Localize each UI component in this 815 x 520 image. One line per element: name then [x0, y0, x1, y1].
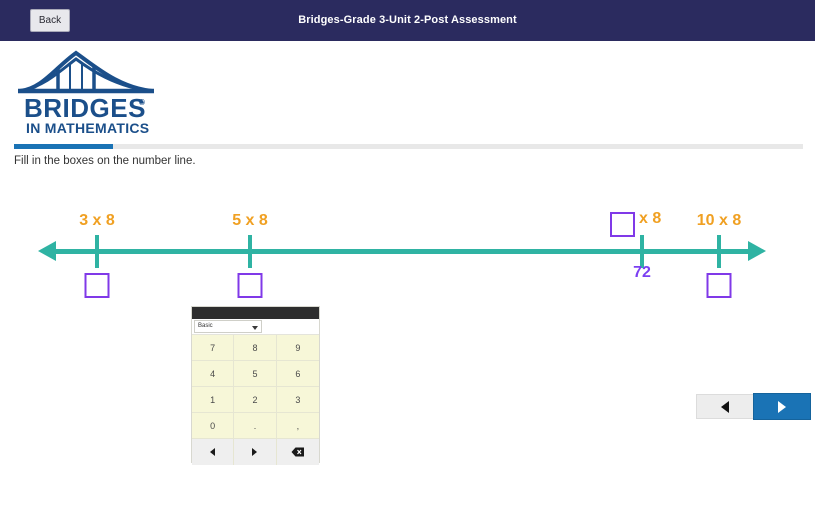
keypad-key-6[interactable]: 6 — [276, 361, 319, 387]
virtual-keypad: Basic 7 8 9 4 5 6 1 2 3 0 . , — [191, 306, 320, 465]
number-line-arrow-left-icon — [38, 241, 56, 261]
number-line-axis — [48, 249, 760, 254]
keypad-key-0[interactable]: 0 — [192, 413, 235, 439]
keypad-cursor-left-button[interactable] — [192, 439, 235, 465]
instruction-text: Fill in the boxes on the number line. — [14, 155, 196, 167]
keypad-backspace-button[interactable] — [276, 439, 319, 465]
number-line-tick — [640, 235, 644, 268]
keypad-key-3[interactable]: 3 — [276, 387, 319, 413]
number-line-label: 3 x 8 — [79, 212, 115, 229]
keypad-key-5[interactable]: 5 — [234, 361, 277, 387]
keypad-title-bar[interactable] — [192, 307, 319, 319]
number-line-arrow-right-icon — [748, 241, 766, 261]
number-line-label: x 8 — [639, 210, 662, 227]
assessment-title: Bridges-Grade 3-Unit 2-Post Assessment — [298, 14, 517, 26]
keypad-key-2[interactable]: 2 — [234, 387, 277, 413]
number-line-answer-box[interactable] — [237, 273, 263, 298]
bridges-logo: BRIDGES ® IN MATHEMATICS — [12, 45, 162, 137]
progress-bar-track — [14, 144, 803, 149]
number-line-label: 5 x 8 — [232, 212, 268, 229]
keypad-key-decimal[interactable]: . — [234, 413, 277, 439]
number-line-tick — [95, 235, 99, 268]
next-question-button[interactable] — [753, 393, 811, 420]
keypad-key-8[interactable]: 8 — [234, 335, 277, 361]
number-line-answer-box[interactable] — [84, 273, 110, 298]
logo-secondary-text: IN MATHEMATICS — [26, 120, 149, 136]
keypad-mode-select[interactable]: Basic — [194, 320, 262, 333]
previous-question-button[interactable] — [696, 394, 754, 419]
keypad-mode-row: Basic — [192, 319, 319, 335]
left-triangle-icon — [210, 448, 216, 456]
keypad-key-4[interactable]: 4 — [192, 361, 235, 387]
number-line-tick — [248, 235, 252, 268]
keypad-key-1[interactable]: 1 — [192, 387, 235, 413]
logo-registered-mark: ® — [139, 98, 145, 107]
number-line-tick — [717, 235, 721, 268]
keypad-key-7[interactable]: 7 — [192, 335, 235, 361]
keypad-cursor-right-button[interactable] — [234, 439, 277, 465]
number-line-answer-box[interactable] — [610, 212, 635, 237]
number-line-widget: 3 x 8 5 x 8 x 8 72 10 x 8 — [0, 190, 815, 315]
progress-bar-fill — [14, 144, 113, 149]
back-button[interactable]: Back — [30, 9, 70, 32]
number-line-value: 72 — [633, 264, 651, 281]
keypad-mode-label: Basic — [198, 323, 213, 329]
top-header-bar: Back Bridges-Grade 3-Unit 2-Post Assessm… — [0, 0, 815, 41]
logo-primary-text: BRIDGES — [24, 93, 146, 123]
right-triangle-icon — [252, 448, 258, 456]
keypad-key-9[interactable]: 9 — [276, 335, 319, 361]
chevron-down-icon — [252, 326, 258, 330]
bridges-logo-graphic: BRIDGES ® IN MATHEMATICS — [18, 50, 154, 136]
number-line-answer-box[interactable] — [706, 273, 732, 298]
left-triangle-icon — [721, 400, 729, 413]
right-triangle-icon — [778, 400, 786, 413]
number-line-label: 10 x 8 — [696, 212, 742, 229]
backspace-icon — [291, 447, 304, 457]
keypad-key-comma[interactable]: , — [276, 413, 319, 439]
keypad-key-grid: 7 8 9 4 5 6 1 2 3 0 . , — [192, 335, 319, 465]
